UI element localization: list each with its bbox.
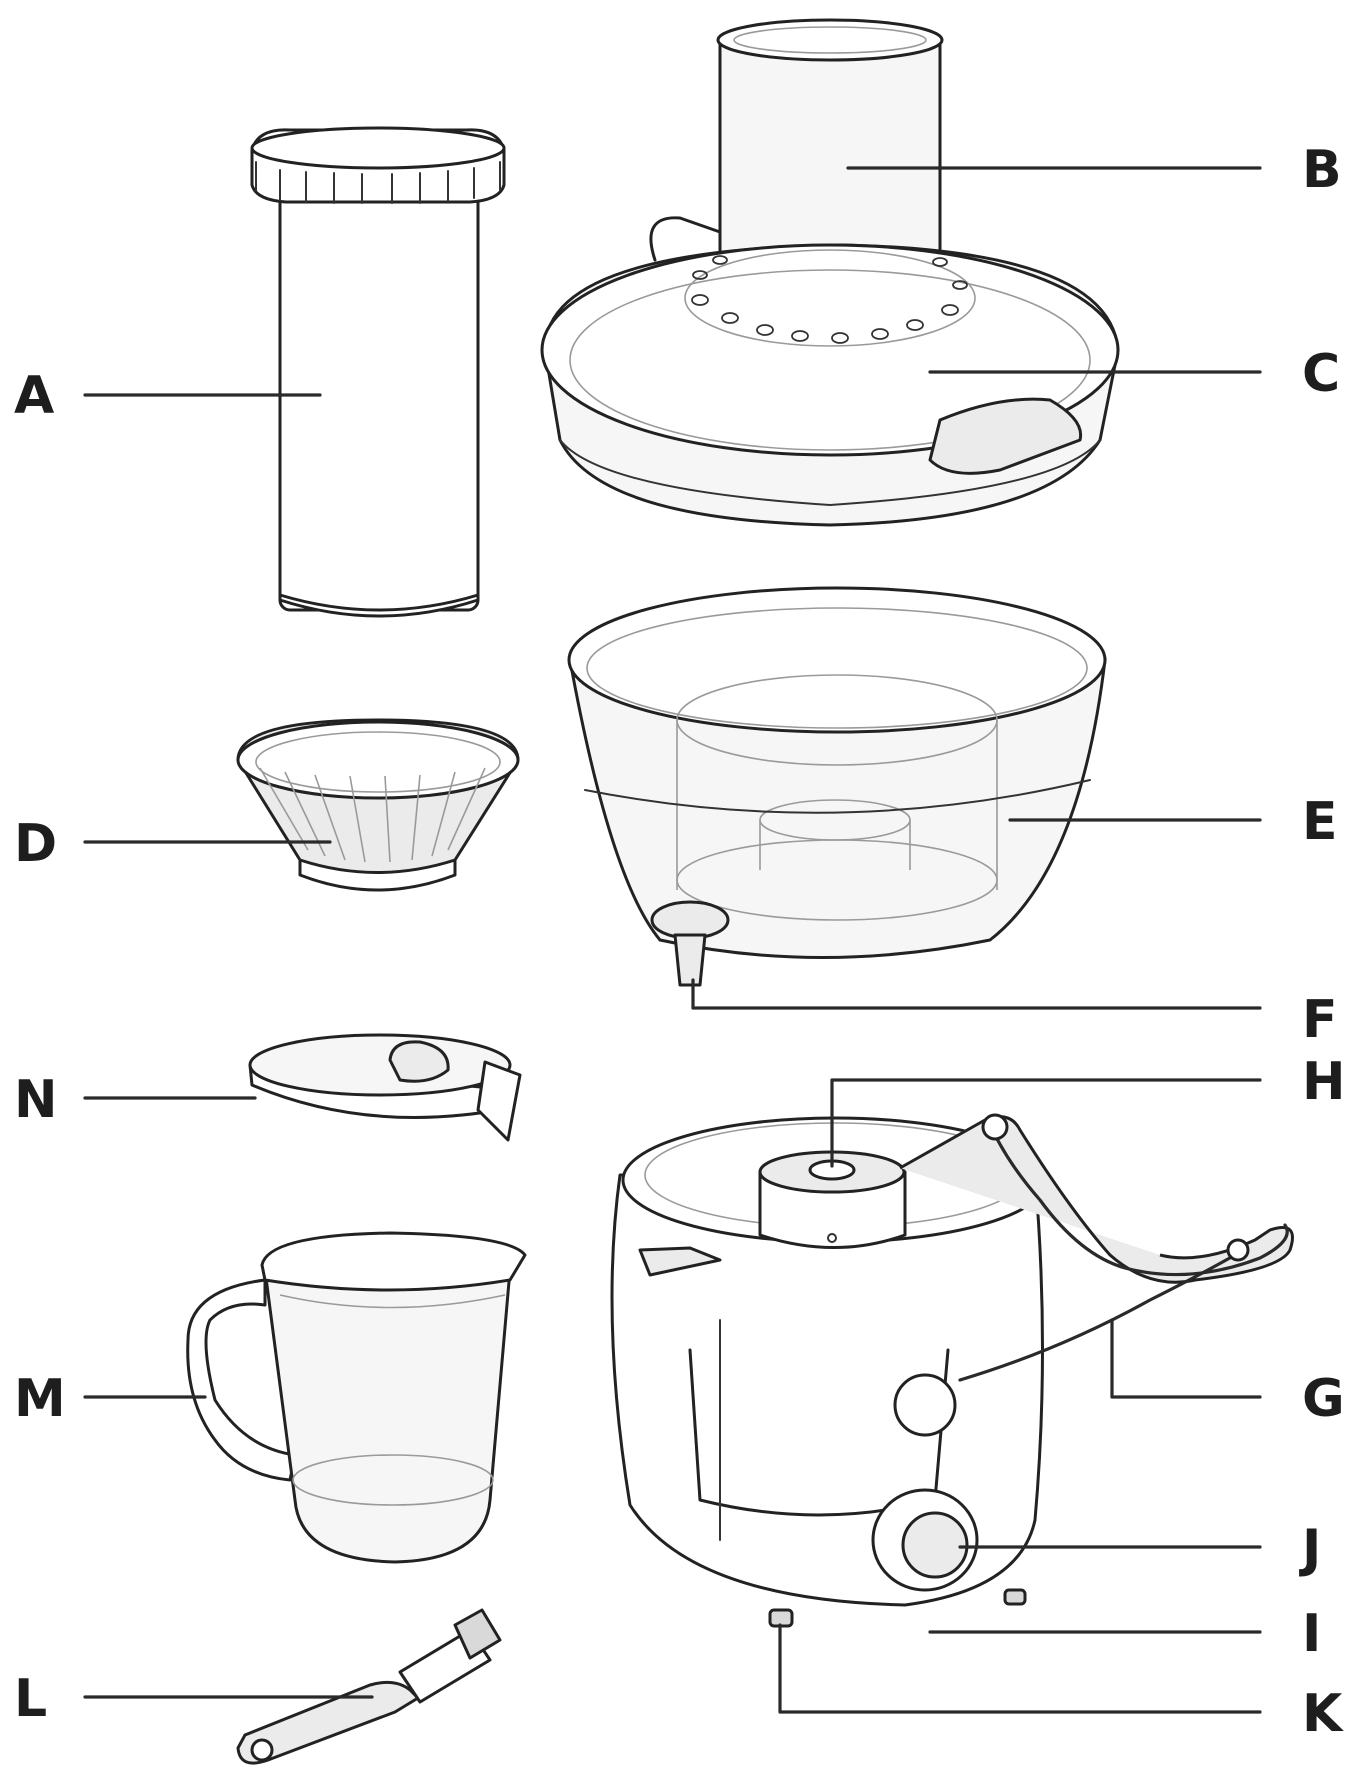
motor-unit xyxy=(610,1113,1294,1628)
locking-arm xyxy=(899,1113,1294,1382)
part-labels: A B C D E F H G N M J I K L xyxy=(14,140,1346,1744)
label-f: F xyxy=(1302,990,1338,1050)
label-k: K xyxy=(1302,1684,1344,1744)
label-l: L xyxy=(14,1669,47,1729)
food-pusher xyxy=(250,126,506,618)
label-n: N xyxy=(14,1070,58,1130)
filter-basket xyxy=(236,718,520,892)
label-a: A xyxy=(14,366,54,426)
label-i: I xyxy=(1302,1604,1321,1664)
juicer-cover xyxy=(540,216,1120,527)
label-e: E xyxy=(1302,792,1338,852)
cleaning-brush xyxy=(236,1608,502,1765)
label-j: J xyxy=(1299,1519,1321,1579)
label-c: C xyxy=(1302,344,1340,404)
leader-g xyxy=(1110,1318,1262,1399)
juice-spout xyxy=(650,900,730,987)
leader-h xyxy=(830,1078,1262,1168)
jug-lid xyxy=(248,1033,522,1142)
leader-f xyxy=(691,978,1262,1010)
label-b: B xyxy=(1302,140,1342,200)
speed-control-knob xyxy=(871,1488,979,1592)
leader-k xyxy=(778,1623,1262,1714)
juice-jug xyxy=(186,1231,527,1564)
cover-holes xyxy=(691,255,968,344)
label-d: D xyxy=(14,814,57,874)
drive-coupling xyxy=(758,1150,907,1249)
label-g: G xyxy=(1302,1369,1345,1429)
pulp-container xyxy=(567,586,1107,959)
label-h: H xyxy=(1302,1052,1346,1112)
leader-lines xyxy=(83,166,1262,1714)
label-m: M xyxy=(14,1369,66,1429)
